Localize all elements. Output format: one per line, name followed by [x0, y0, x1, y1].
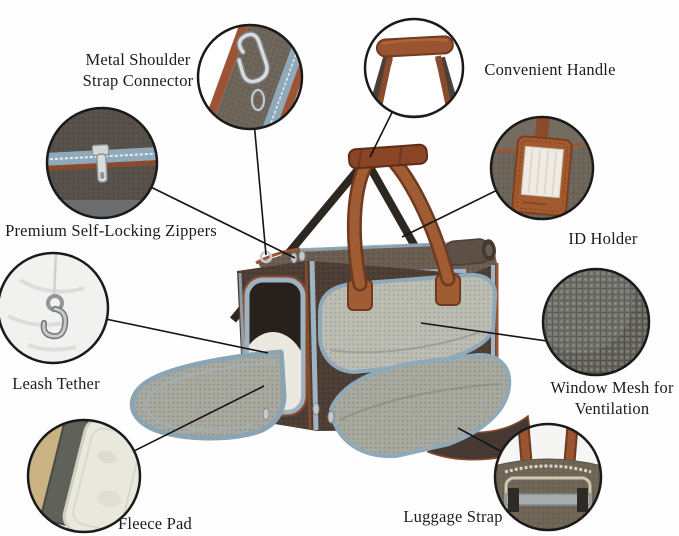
- callout-luggage-strap: [493, 422, 603, 532]
- label-fleece-pad: Fleece Pad: [118, 514, 192, 533]
- label-convenient-handle: Convenient Handle: [484, 60, 616, 79]
- label-window-mesh: Window Mesh for Ventilation: [550, 378, 674, 418]
- label-id-holder: ID Holder: [568, 229, 638, 248]
- callout-leash-tether: [0, 251, 110, 365]
- callout-window-mesh: [541, 267, 651, 377]
- callout-id-holder: [489, 115, 595, 221]
- label-luggage-strap: Luggage Strap: [403, 507, 503, 526]
- mesh-texture-icon: [543, 269, 649, 375]
- callout-self-locking-zippers: [45, 106, 159, 220]
- label-metal-strap-connector: Metal Shoulder Strap Connector: [82, 50, 194, 90]
- callout-fleece-pad: [26, 418, 142, 534]
- label-self-locking-zippers: Premium Self-Locking Zippers: [5, 221, 217, 240]
- luggage-tag-icon: [491, 117, 593, 219]
- carry-handles: [346, 143, 456, 292]
- leash-clip-icon: [7, 253, 85, 352]
- zipper-pull-icon: [47, 108, 157, 218]
- carrier-bag-illustration: [129, 143, 533, 461]
- callout-convenient-handle: [363, 17, 465, 119]
- open-front-flap: [129, 349, 287, 441]
- zipper-pulls: [262, 402, 335, 424]
- label-leash-tether: Leash Tether: [12, 374, 100, 393]
